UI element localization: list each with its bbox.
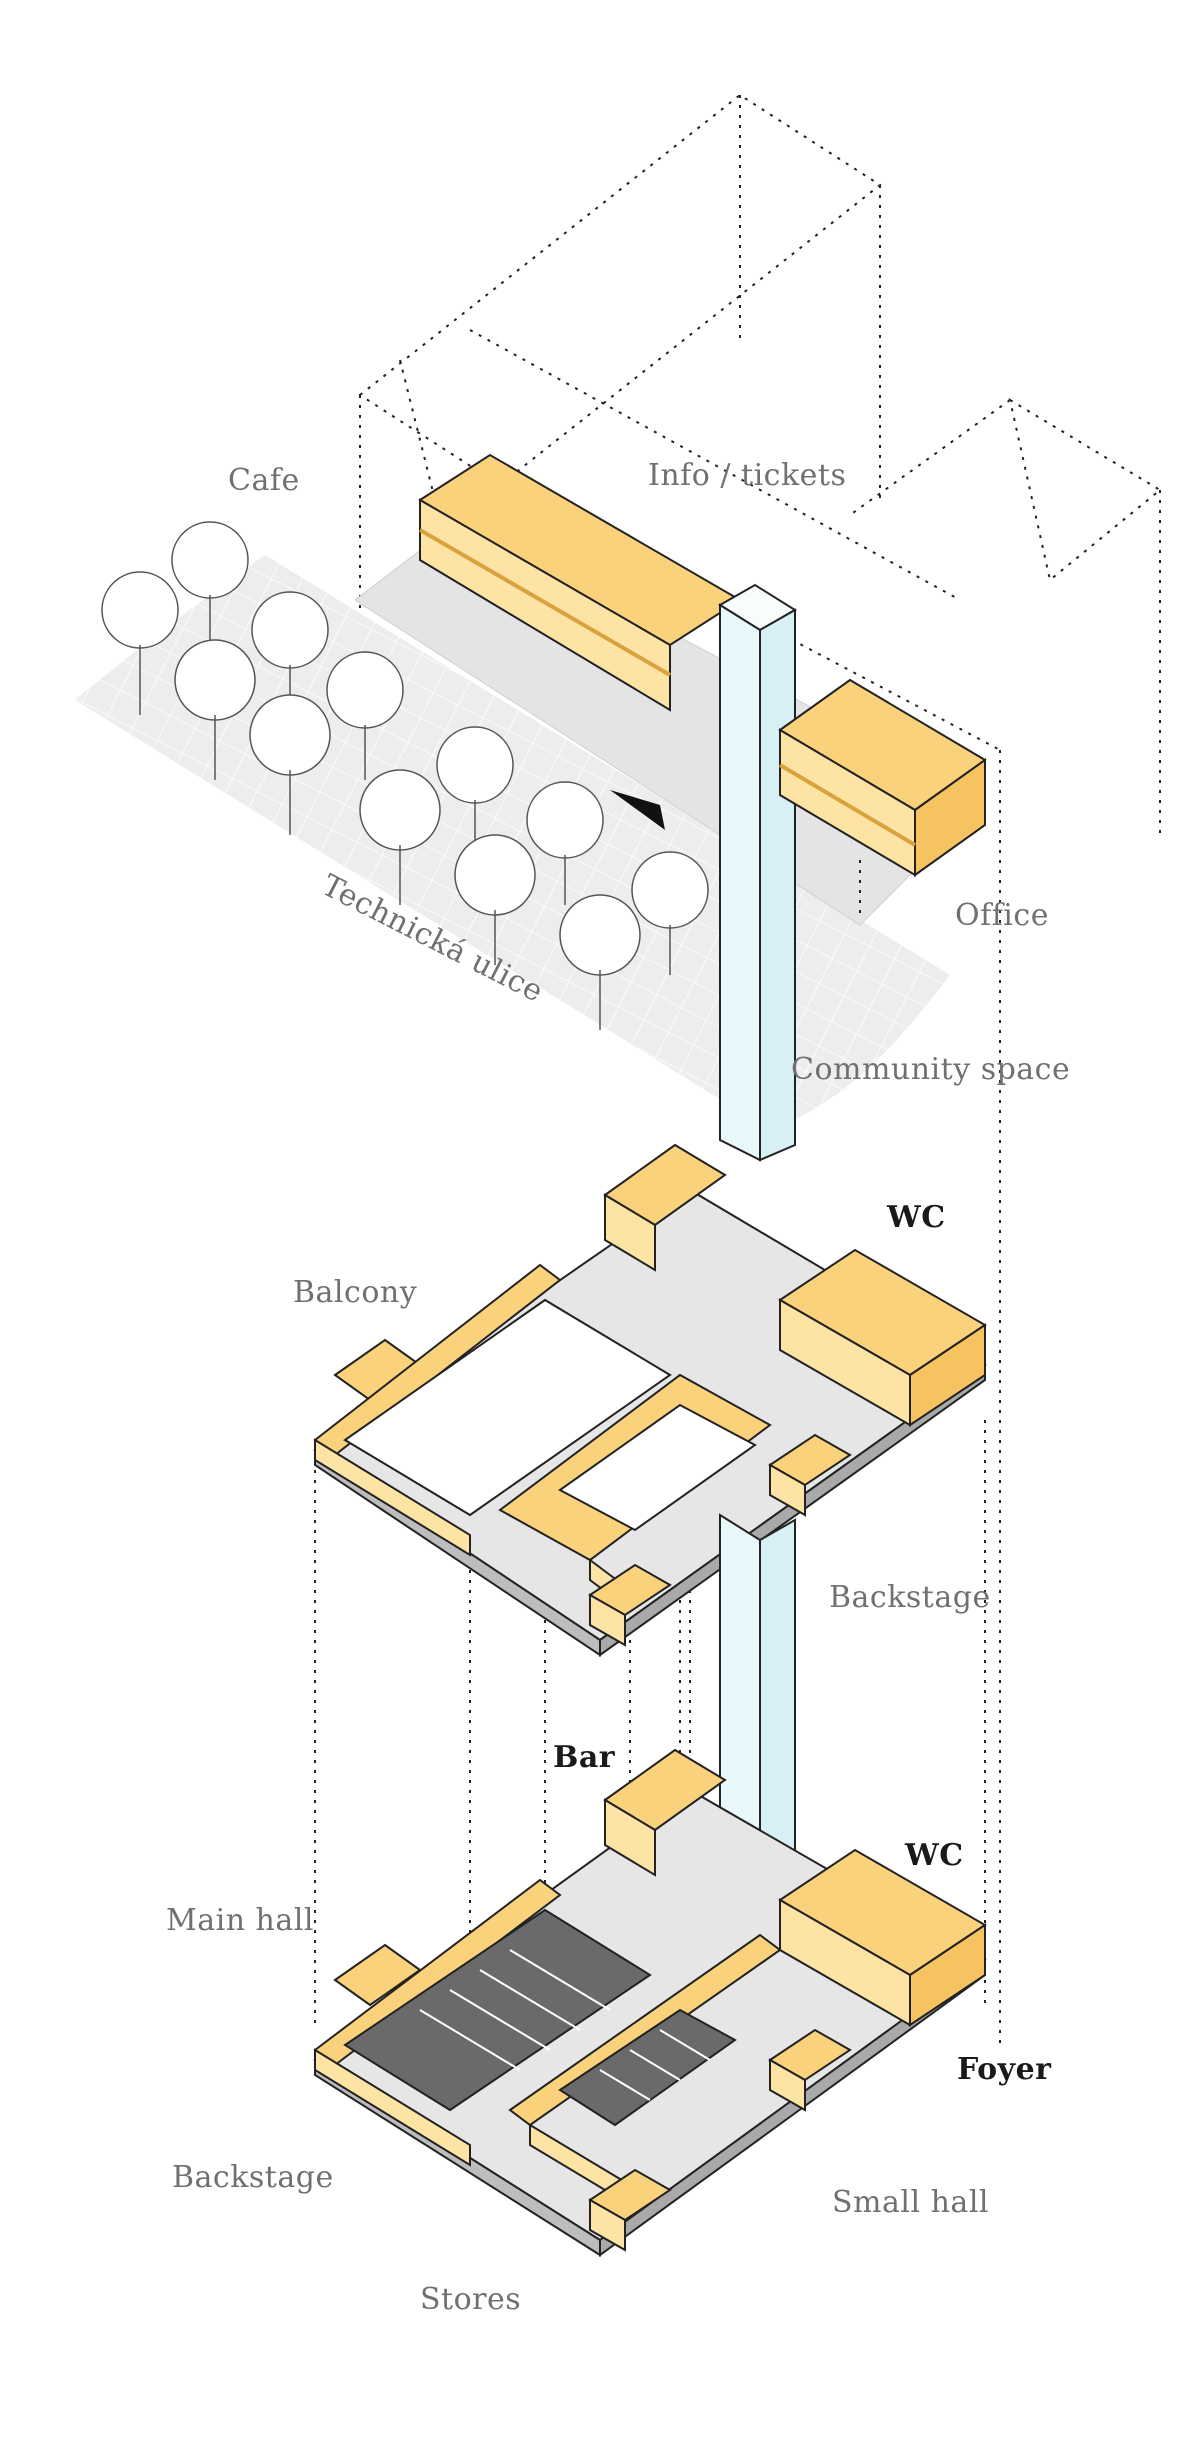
label-stores: Stores <box>420 2282 522 2317</box>
hall-seating-floors <box>343 1908 737 2127</box>
first-floor-voids <box>343 1298 757 1532</box>
label-community-space: Community space <box>791 1052 1071 1087</box>
glass-tower-upper <box>718 583 797 1162</box>
label-wc-lower: WC <box>905 1838 964 1873</box>
north-arrow-icon <box>610 790 665 830</box>
label-backstage-lower: Backstage <box>172 2160 334 2195</box>
label-balcony: Balcony <box>293 1275 418 1310</box>
label-main-hall: Main hall <box>166 1903 314 1938</box>
label-small-hall: Small hall <box>832 2185 990 2220</box>
office-block <box>778 678 987 877</box>
label-office: Office <box>955 898 1049 933</box>
label-info-tickets: Info / tickets <box>648 458 847 493</box>
seating-rows <box>419 1949 711 2101</box>
street-trees <box>101 521 709 1030</box>
label-cafe: Cafe <box>228 463 300 498</box>
label-foyer: Foyer <box>957 2052 1052 2087</box>
label-wc-upper: WC <box>887 1200 946 1235</box>
label-backstage-upper: Backstage <box>829 1580 991 1615</box>
label-bar: Bar <box>553 1740 616 1775</box>
